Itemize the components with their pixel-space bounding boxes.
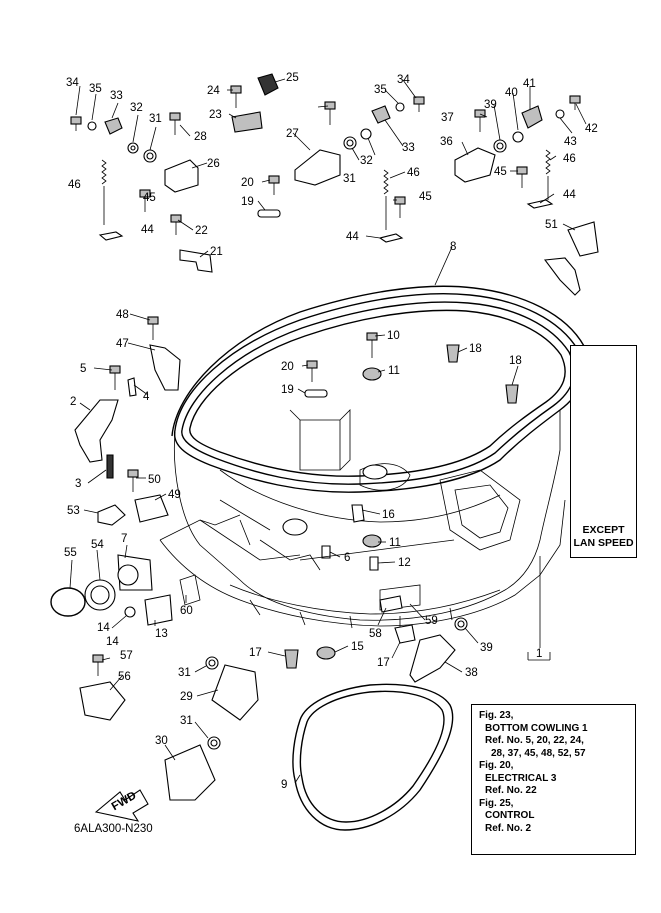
callout-41: 41 [523,78,536,90]
callout-38: 38 [465,667,478,679]
callout-44c: 44 [563,189,576,201]
callout-39a: 39 [484,99,497,111]
callout-43: 43 [564,136,577,148]
callout-53: 53 [67,505,80,517]
callout-42: 42 [585,123,598,135]
callout-3: 3 [75,478,81,490]
callout-45a: 45 [143,192,156,204]
callout-6: 6 [344,552,350,564]
callout-18a: 18 [469,343,482,355]
callout-44b: 44 [346,231,359,243]
callout-32b: 32 [360,155,373,167]
callout-37: 37 [441,112,454,124]
callout-58: 58 [369,628,382,640]
callout-35a: 35 [89,83,102,95]
callout-39b: 39 [480,642,493,654]
callout-4: 4 [143,391,150,403]
callout-9: 9 [281,779,287,791]
callout-14a: 14 [97,622,110,634]
callout-46c: 46 [563,153,576,165]
callout-34b: 34 [397,74,410,86]
callout-60: 60 [180,605,193,617]
callout-50: 50 [148,474,161,486]
callout-20a: 20 [241,177,254,189]
callout-10: 10 [387,330,400,342]
callout-18b: 18 [509,355,522,367]
callout-56: 56 [118,671,131,683]
ref-line: CONTROL [485,810,535,821]
ref-line: 28, 37, 45, 48, 52, 57 [491,747,586,759]
reference-box: Fig. 23, BOTTOM COWLING 1 Ref. No. 5, 20… [471,704,636,855]
callout-59: 59 [425,615,438,627]
ref-line: Ref. No. 22 [485,785,537,796]
callout-26: 26 [207,158,220,170]
inset-variant-box: EXCEPT LAN SPEED [570,345,637,558]
callout-36: 36 [440,136,453,148]
ref-line: BOTTOM COWLING 1 [485,722,588,734]
callout-45b: 45 [419,191,432,203]
callout-45c: 45 [494,166,507,178]
inset-caption-line1: EXCEPT [582,524,625,536]
callout-31b: 31 [343,173,356,185]
callout-30: 30 [155,735,168,747]
callout-46a: 46 [68,179,81,191]
callout-48: 48 [116,309,129,321]
callout-19a: 19 [241,196,254,208]
ref-line: Fig. 23, [479,710,514,721]
callout-15: 15 [351,641,364,653]
bottom-cowling-body [159,293,584,629]
callout-23: 23 [209,109,222,121]
callout-31c: 31 [178,667,191,679]
callout-40: 40 [505,87,518,99]
callout-11a: 11 [388,365,400,377]
inset-caption-line2: LAN SPEED [573,537,634,549]
callout-44a: 44 [141,224,154,236]
callout-28a: 28 [194,131,207,143]
callout-1: 1 [536,648,542,660]
callout-22: 22 [195,225,208,237]
callout-11b: 11 [389,537,401,549]
callout-19b: 19 [281,384,294,396]
callout-35b: 35 [374,84,387,96]
callout-17b: 17 [377,657,390,669]
ref-line: Ref. No. 2 [485,822,532,834]
callout-46b: 46 [407,167,420,179]
callout-17a: 17 [249,647,262,659]
callout-33b: 33 [402,142,415,154]
callout-57: 57 [120,650,133,662]
callout-29: 29 [180,691,193,703]
inset-caption: EXCEPT LAN SPEED [571,524,636,550]
ref-line: Fig. 25, [479,797,514,809]
callout-labels: 34 35 33 32 31 28 26 24 25 23 20 19 22 2… [64,72,623,813]
callout-7: 7 [121,533,127,545]
callout-51a: 51 [545,219,558,231]
callout-5: 5 [80,363,86,375]
callout-14b: 14 [106,636,119,648]
callout-33a: 33 [110,90,123,102]
callout-27: 27 [286,128,299,140]
callout-32a: 32 [130,102,143,114]
ref-line: Ref. No. 5, 20, 22, 24, [485,735,584,746]
lower-seal [292,683,454,831]
callout-21: 21 [210,246,223,258]
callout-2: 2 [70,396,76,408]
callout-24: 24 [207,85,220,97]
callout-31d: 31 [180,715,193,727]
callout-55: 55 [64,547,77,559]
callout-25: 25 [286,72,299,84]
callout-12: 12 [398,557,411,569]
callout-34a: 34 [66,77,79,89]
callout-8: 8 [450,241,456,253]
ref-line: Fig. 20, [479,760,514,771]
callout-31a: 31 [149,113,162,125]
callout-54: 54 [91,539,104,551]
diagram-code: 6ALA300-N230 [74,823,153,835]
callout-16: 16 [382,509,395,521]
callout-47: 47 [116,338,129,350]
ref-line: ELECTRICAL 3 [485,772,557,784]
callout-13: 13 [155,628,168,640]
callout-49: 49 [168,489,181,501]
top-seal [171,285,585,437]
callout-20b: 20 [281,361,294,373]
